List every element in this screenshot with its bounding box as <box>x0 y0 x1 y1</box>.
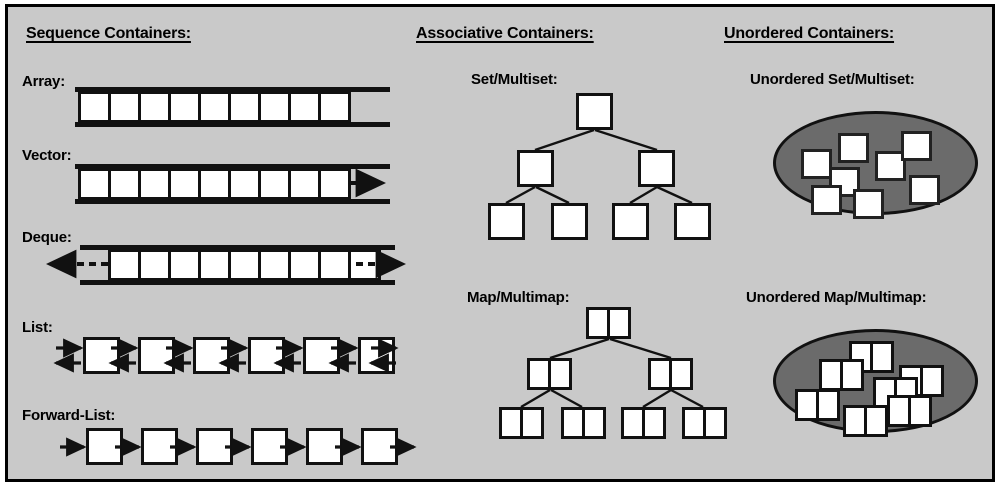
array-cell <box>138 91 171 123</box>
array-cell <box>288 91 321 123</box>
label-set-multiset: Set/Multiset: <box>471 71 558 88</box>
array-cell <box>198 91 231 123</box>
array-cell <box>228 91 261 123</box>
vector-cell <box>108 168 141 200</box>
scatter-node <box>801 149 832 179</box>
array-bottom-rail <box>75 122 390 127</box>
scatter-node <box>901 131 932 161</box>
forward-list-node <box>306 428 343 465</box>
scatter-pair-node <box>849 341 894 373</box>
forward-list-node <box>86 428 123 465</box>
list-node <box>138 337 175 374</box>
scatter-pair-node <box>819 359 864 391</box>
array-cells <box>78 91 351 123</box>
forward-list-node <box>361 428 398 465</box>
vector-cell <box>78 168 111 200</box>
array-top-rail <box>75 87 390 92</box>
deque-cell <box>108 249 141 281</box>
deque-cell <box>258 249 291 281</box>
vector-cell <box>228 168 261 200</box>
tree-pair-node-leaf <box>621 407 666 439</box>
vector-bottom-rail <box>75 199 390 204</box>
deque-cell <box>228 249 261 281</box>
list-node <box>83 337 120 374</box>
scatter-pair-node <box>795 389 840 421</box>
tree-node-internal <box>517 150 554 187</box>
diagram-panel: Sequence Containers: Associative Contain… <box>5 4 995 482</box>
tree-node-leaf <box>674 203 711 240</box>
scatter-node <box>853 189 884 219</box>
scatter-pair-node <box>887 395 932 427</box>
deque-cells <box>108 249 381 281</box>
label-vector: Vector: <box>22 147 72 164</box>
deque-cell <box>198 249 231 281</box>
deque-cell <box>138 249 171 281</box>
vector-cell <box>198 168 231 200</box>
array-cell <box>78 91 111 123</box>
deque-cell <box>288 249 321 281</box>
scatter-node <box>811 185 842 215</box>
tree-pair-node-internal <box>527 358 572 390</box>
tree-node-leaf <box>551 203 588 240</box>
vector-cell <box>168 168 201 200</box>
label-unordered-map-multimap: Unordered Map/Multimap: <box>746 289 927 306</box>
vector-cell <box>318 168 351 200</box>
deque-top-rail <box>80 245 395 250</box>
label-unordered-set-multiset: Unordered Set/Multiset: <box>750 71 915 88</box>
tree-node-leaf <box>612 203 649 240</box>
vector-cell <box>288 168 321 200</box>
scatter-node <box>875 151 906 181</box>
tree-pair-node-leaf <box>682 407 727 439</box>
vector-cell <box>138 168 171 200</box>
deque-cell <box>168 249 201 281</box>
tree-node-internal <box>638 150 675 187</box>
column-header-unordered: Unordered Containers: <box>724 25 895 42</box>
vector-top-rail <box>75 164 390 169</box>
tree-pair-node-leaf <box>499 407 544 439</box>
vector-cell <box>258 168 291 200</box>
label-forward-list: Forward-List: <box>22 407 116 424</box>
array-cell <box>108 91 141 123</box>
list-node <box>248 337 285 374</box>
list-node <box>193 337 230 374</box>
label-deque: Deque: <box>22 229 72 246</box>
column-header-associative: Associative Containers: <box>416 25 594 42</box>
scatter-node <box>838 133 869 163</box>
list-node <box>358 337 395 374</box>
label-list: List: <box>22 319 53 336</box>
label-map-multimap: Map/Multimap: <box>467 289 570 306</box>
column-header-sequence: Sequence Containers: <box>26 25 191 42</box>
list-node <box>303 337 340 374</box>
label-array: Array: <box>22 73 65 90</box>
scatter-node <box>909 175 940 205</box>
forward-list-node <box>141 428 178 465</box>
array-cell <box>318 91 351 123</box>
forward-list-node <box>251 428 288 465</box>
tree-node-root <box>576 93 613 130</box>
forward-list-node <box>196 428 233 465</box>
deque-bottom-rail <box>80 280 395 285</box>
tree-pair-node-internal <box>648 358 693 390</box>
deque-cell <box>318 249 351 281</box>
scatter-pair-node <box>843 405 888 437</box>
array-cell <box>258 91 291 123</box>
array-cell <box>168 91 201 123</box>
tree-node-leaf <box>488 203 525 240</box>
deque-cell <box>348 249 381 281</box>
tree-pair-node-leaf <box>561 407 606 439</box>
tree-pair-node-root <box>586 307 631 339</box>
vector-cells <box>78 168 351 200</box>
